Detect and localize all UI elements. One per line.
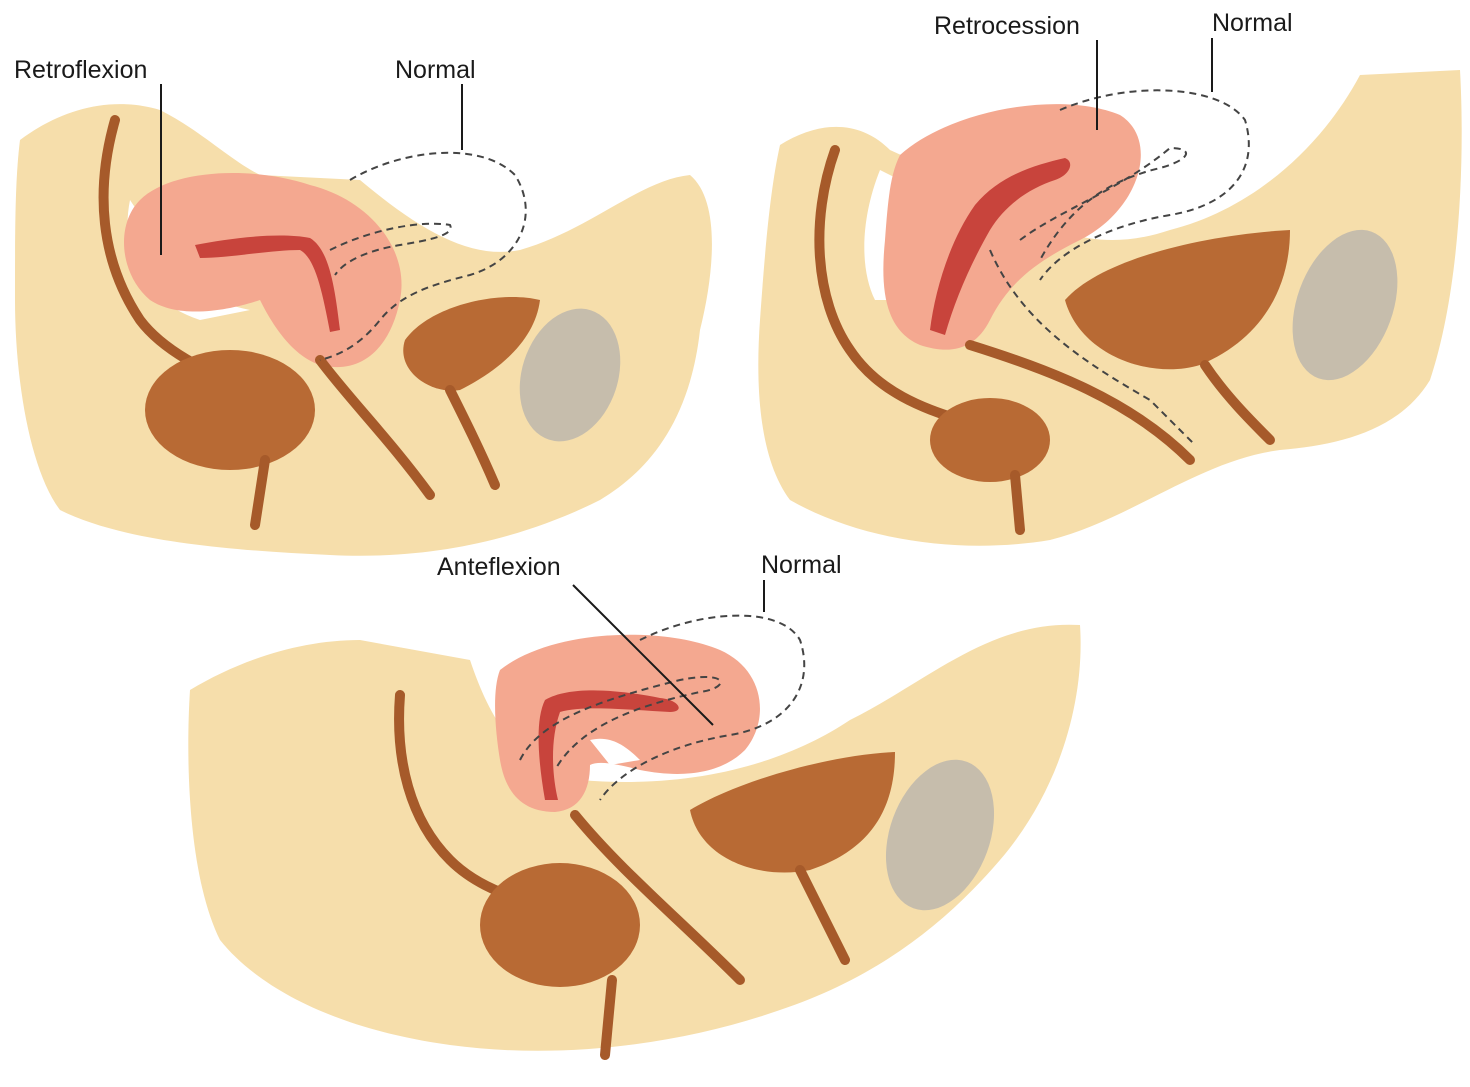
rectal-ampulla [145, 350, 315, 470]
panel-retrocession: Retrocession Normal [758, 9, 1461, 546]
condition-label: Retroflexion [14, 56, 147, 84]
panel-anteflexion: Anteflexion Normal [188, 551, 1080, 1055]
rectal-ampulla [480, 863, 640, 987]
normal-label: Normal [395, 56, 476, 84]
condition-label: Anteflexion [437, 553, 561, 581]
normal-label: Normal [1212, 9, 1293, 37]
condition-label: Retrocession [934, 12, 1080, 40]
panel-retroflexion: Retroflexion Normal [14, 56, 712, 556]
anal-canal [605, 980, 612, 1055]
normal-label: Normal [761, 551, 842, 579]
anal-canal [1015, 475, 1020, 530]
rectal-ampulla [930, 398, 1050, 482]
